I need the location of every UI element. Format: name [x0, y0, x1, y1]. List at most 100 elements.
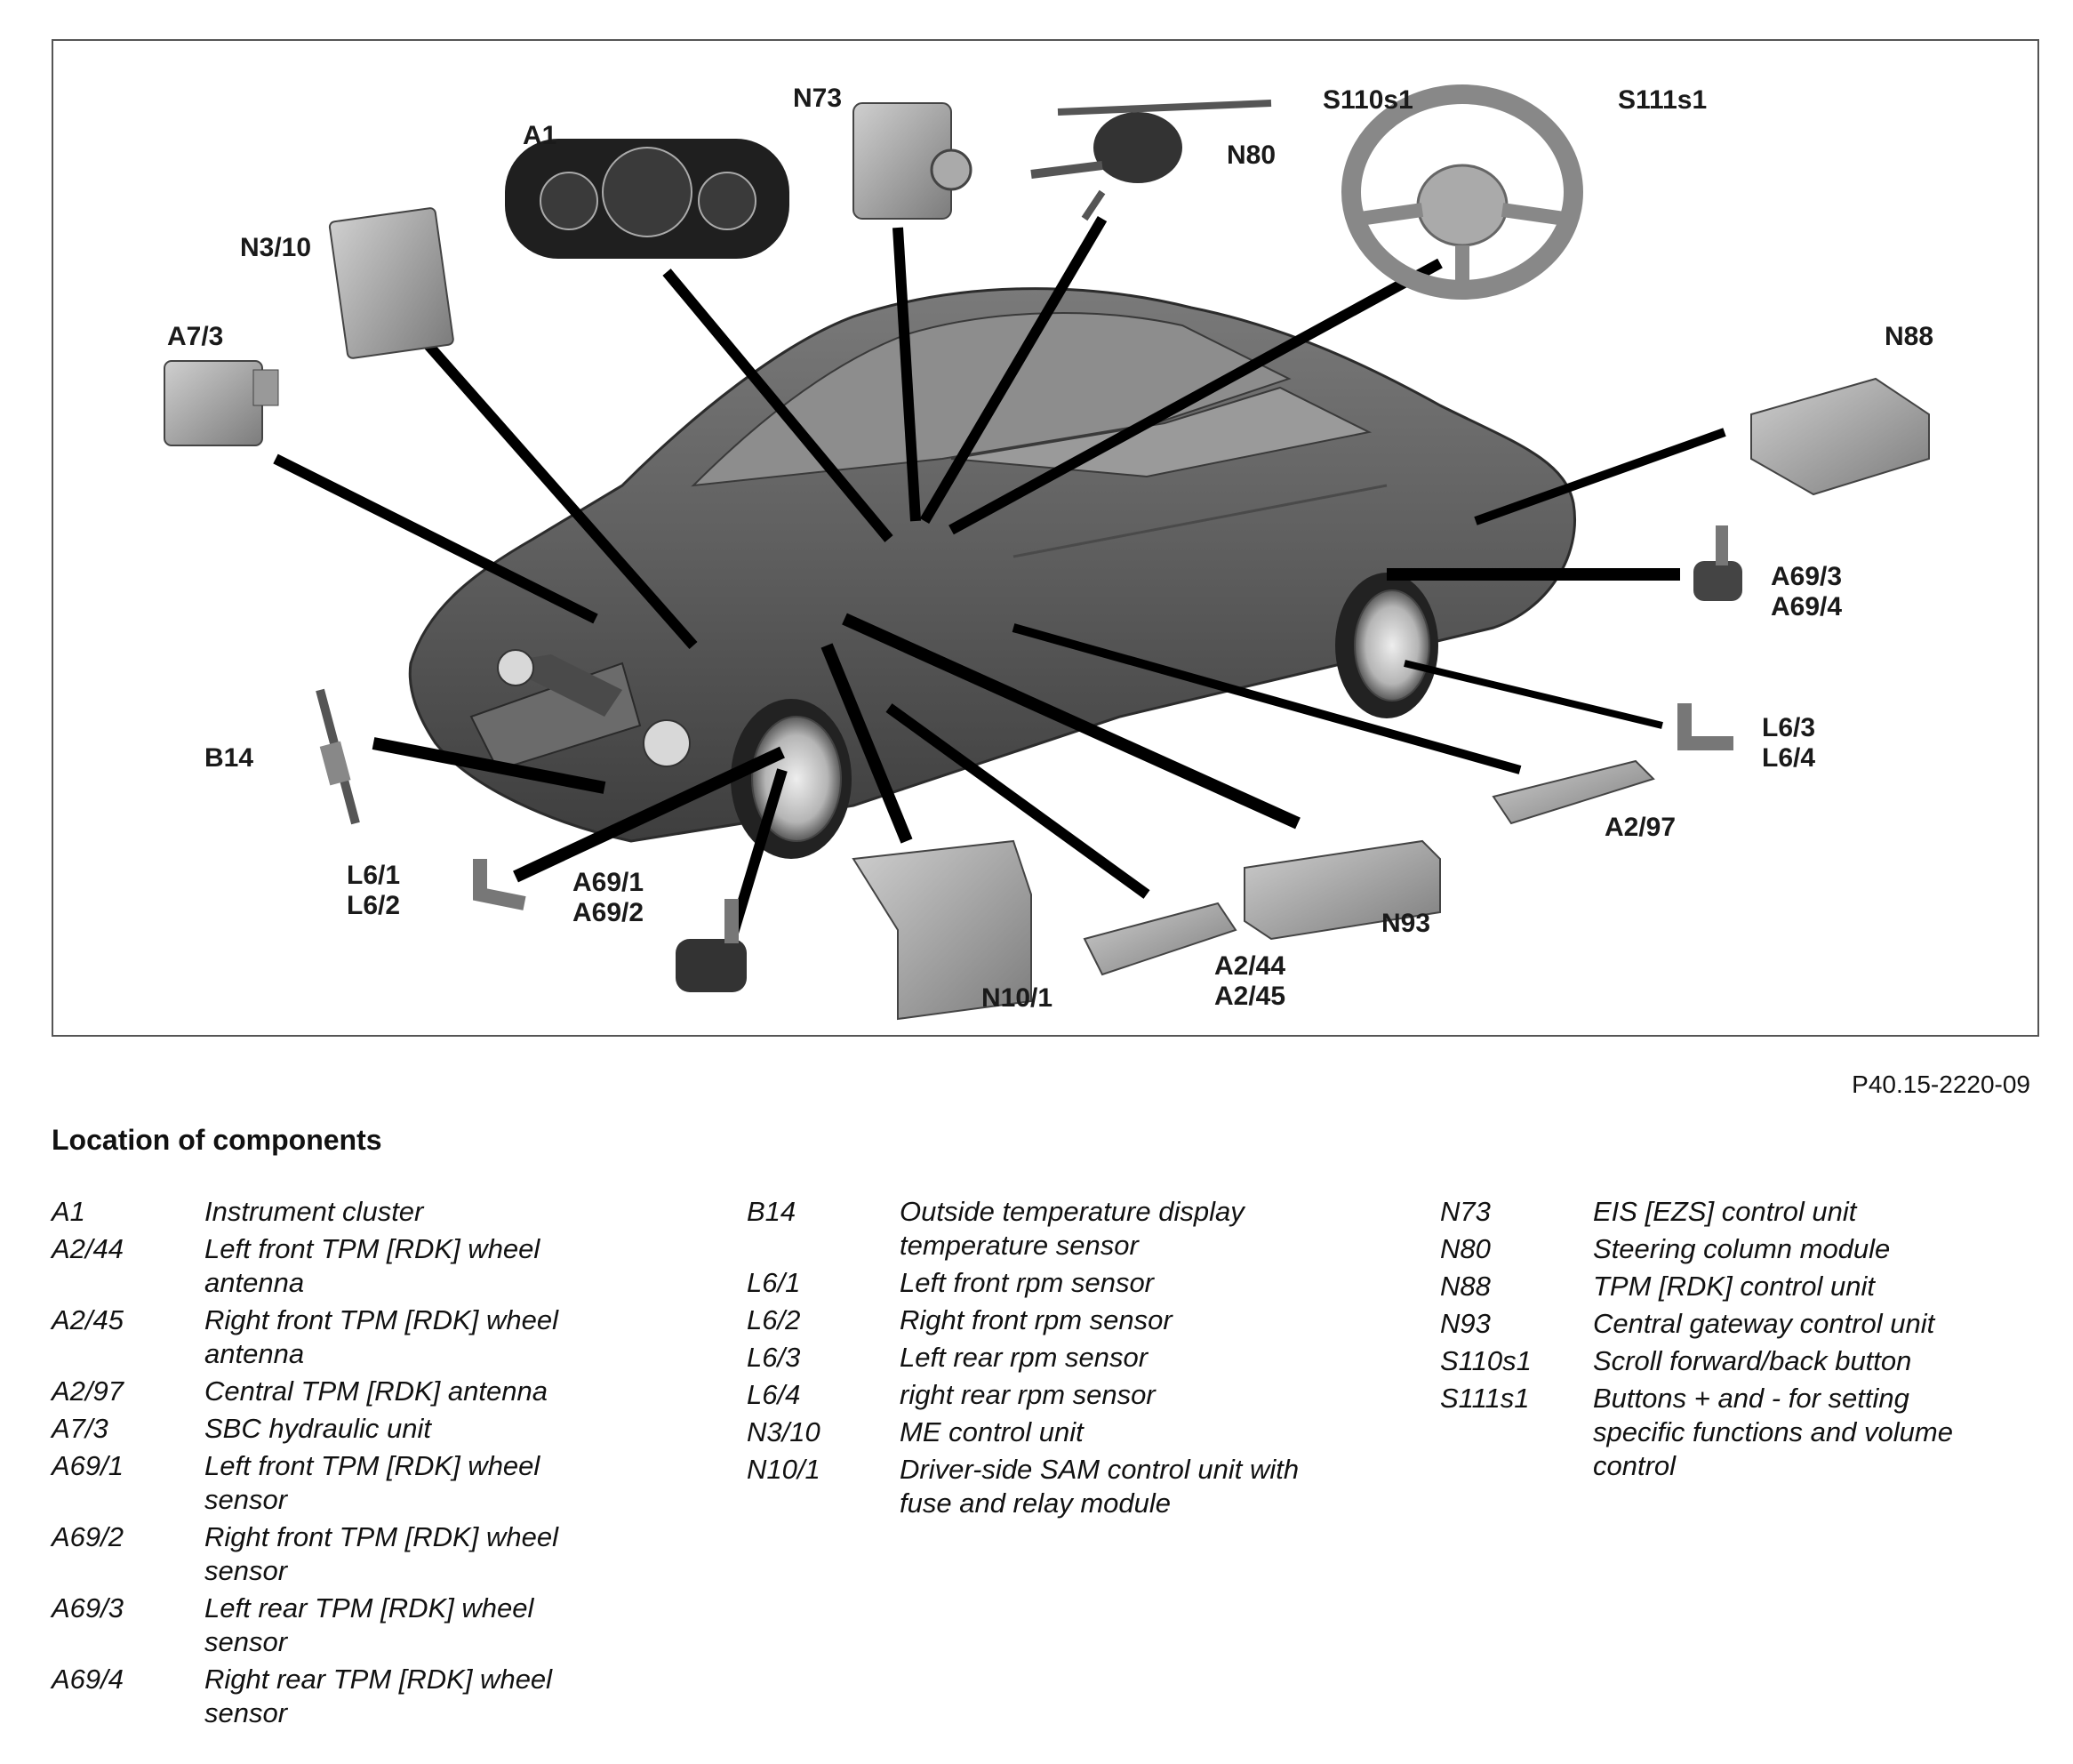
legend-description: Right front rpm sensor: [900, 1303, 1173, 1337]
legend-description: ME control unit: [900, 1415, 1084, 1449]
legend-code: A69/2: [52, 1521, 124, 1552]
legend-entry: N93 Central gateway control unit: [1440, 1307, 1953, 1341]
legend-description-line: control: [1593, 1450, 1677, 1481]
legend-description-line: Steering column module: [1593, 1233, 1891, 1264]
callout-label-line: N3/10: [240, 233, 312, 262]
callout-label-line: A2/45: [1214, 982, 1286, 1011]
legend-entry: L6/2 Right front rpm sensor: [747, 1303, 1299, 1337]
legend-code: A2/97: [52, 1375, 124, 1407]
legend-description-line: temperature sensor: [900, 1230, 1139, 1261]
callout-a1: A1: [523, 121, 556, 151]
callout-n80: N80: [1227, 140, 1276, 171]
steering-wheel-icon: [1341, 84, 1583, 300]
legend-description-line: Driver-side SAM control unit with: [900, 1454, 1300, 1485]
figure-reference: P40.15-2220-09: [1852, 1070, 2030, 1098]
callout-n93: N93: [1381, 909, 1430, 939]
callout-a2-97: A2/97: [1605, 813, 1676, 843]
legend-description-line: right rear rpm sensor: [900, 1379, 1156, 1410]
legend-code: A69/1: [52, 1450, 124, 1481]
legend-entry: L6/4 right rear rpm sensor: [747, 1378, 1299, 1412]
legend-description-line: sensor: [204, 1555, 288, 1586]
legend-code: N3/10: [747, 1416, 820, 1447]
legend-description-line: TPM [RDK] control unit: [1593, 1271, 1875, 1302]
legend-description: Steering column module: [1593, 1232, 1890, 1266]
legend-code: L6/4: [747, 1379, 801, 1410]
steering-column-module-icon: [1030, 100, 1272, 221]
legend-title: Location of components: [52, 1124, 382, 1156]
tpm-control-unit-icon: [1750, 377, 1930, 496]
legend-code: N80: [1440, 1233, 1491, 1264]
callout-s110s1: S110s1: [1323, 85, 1413, 116]
legend-code: A2/44: [52, 1233, 124, 1264]
legend-description-line: specific functions and volume: [1593, 1416, 1953, 1447]
callout-label-line: A1: [523, 121, 557, 150]
callout-b14: B14: [204, 743, 253, 774]
legend-description-line: SBC hydraulic unit: [204, 1413, 432, 1444]
legend-description-line: Left front TPM [RDK] wheel: [204, 1450, 540, 1481]
legend-code: A7/3: [52, 1413, 108, 1444]
legend-description-line: Scroll forward/back button: [1593, 1345, 1912, 1376]
legend-code: N73: [1440, 1196, 1491, 1227]
legend-description-line: Right front TPM [RDK] wheel: [204, 1521, 558, 1552]
legend-code: N93: [1440, 1308, 1491, 1339]
legend-description-line: Left rear rpm sensor: [900, 1342, 1149, 1373]
legend-description-line: Left front TPM [RDK] wheel: [204, 1233, 540, 1264]
callout-label-line: A69/4: [1771, 592, 1843, 621]
front-wheel: [731, 699, 852, 859]
legend-description-line: Left rear TPM [RDK] wheel: [204, 1592, 534, 1624]
callout-label-line: N93: [1381, 909, 1431, 938]
sbc-hydraulic-unit-icon: [164, 360, 279, 446]
legend-code: L6/3: [747, 1342, 801, 1373]
legend-description-line: sensor: [204, 1697, 288, 1728]
front-wheel-sensor-icon: [676, 899, 747, 992]
legend-description-line: Buttons + and - for setting: [1593, 1383, 1909, 1414]
legend-code: S111s1: [1440, 1383, 1530, 1414]
callout-n3-10: N3/10: [240, 233, 311, 263]
vehicle-illustration: [164, 84, 1930, 1021]
legend-description-line: antenna: [204, 1338, 305, 1369]
front-rpm-sensor-icon: [473, 859, 526, 910]
callout-n73: N73: [793, 84, 842, 114]
legend-description-line: Right rear TPM [RDK] wheel: [204, 1664, 553, 1695]
legend-description-line: Central TPM [RDK] antenna: [204, 1375, 548, 1407]
legend-description: Left front rpm sensor: [900, 1266, 1154, 1300]
legend-code: A1: [52, 1196, 85, 1227]
callout-label-line: B14: [204, 743, 254, 773]
me-control-unit-icon: [328, 207, 454, 359]
legend-code: A69/3: [52, 1592, 124, 1624]
callout-label-line: L6/4: [1762, 743, 1816, 773]
callout-label-line: S110s1: [1323, 85, 1413, 115]
legend-description: Left rear rpm sensor: [900, 1341, 1148, 1375]
central-antenna-icon: [1492, 759, 1655, 825]
callout-label-line: A7/3: [167, 322, 224, 351]
legend-description: SBC hydraulic unit: [204, 1412, 431, 1446]
legend-description-line: Outside temperature display: [900, 1196, 1245, 1227]
legend-description: Central gateway control unit: [1593, 1307, 1934, 1341]
callout-label-line: N88: [1885, 322, 1934, 351]
legend-code: A2/45: [52, 1304, 124, 1335]
ignition-switch-icon: [852, 102, 972, 220]
gateway-control-unit-icon: [1244, 839, 1441, 941]
car-silhouette: [408, 287, 1576, 843]
legend-code: L6/2: [747, 1304, 801, 1335]
callout-label-line: A2/97: [1605, 813, 1677, 842]
